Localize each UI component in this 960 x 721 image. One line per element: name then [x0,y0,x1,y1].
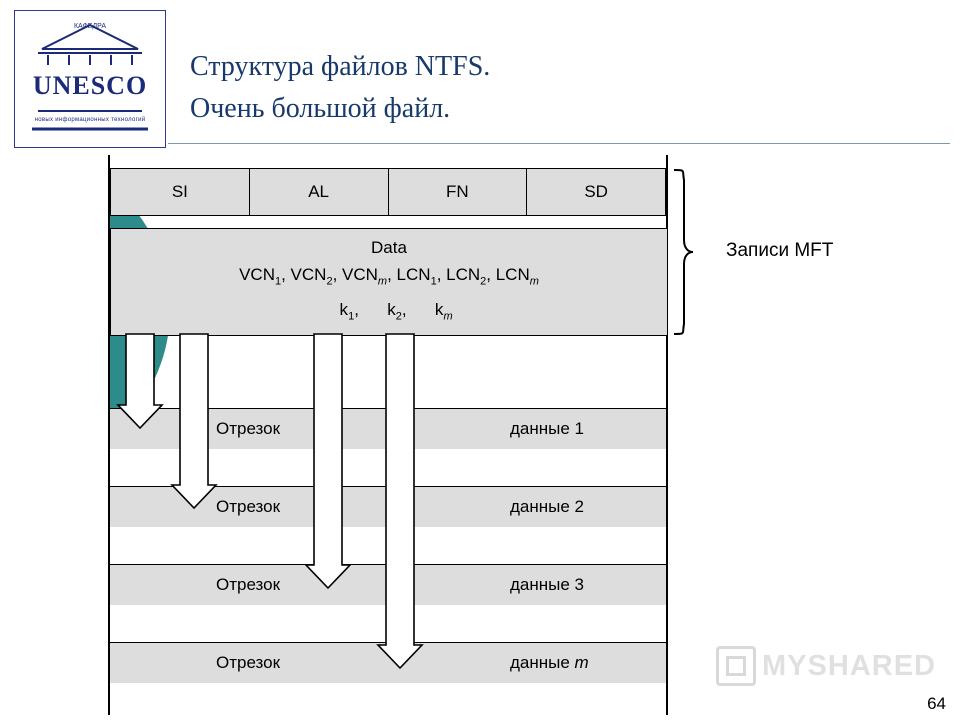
header-divider [168,143,950,144]
gap-row-3 [110,605,666,643]
data-vcn-line: VCN1, VCN2, VCNm, LCN1, LCN2, LCNm [239,265,539,288]
run-row-4: Отрезок данные m [110,642,666,684]
page-number: 64 [927,694,946,713]
data-k-line: k1, k2, km [325,299,453,322]
decorative-white-wedge [0,150,108,570]
segment-label-1: Отрезок [216,419,281,438]
disk-blocks: Отрезок данные 1 Отрезок данные 2 Отрезо… [110,408,666,721]
data-label-2: данные 2 [510,497,585,516]
data-label-3: данные 3 [510,575,585,594]
mft-attribute-fn: FN [387,168,528,216]
run-row-3: Отрезок данные 3 [110,564,666,606]
gap-row-4 [110,683,666,721]
logo-graphic [32,23,148,131]
data-title: Data [371,238,407,258]
segment-label-4: Отрезок [216,653,281,672]
data-label-1: данные 1 [510,419,585,438]
title-line-2: Очень большой файл. [190,93,451,124]
logo-top-text: КАФЕДРА [73,23,107,30]
gap-row-2 [110,527,666,565]
run-row-2: Отрезок данные 2 [110,486,666,528]
data-label-4: данные m [510,653,589,672]
run-row-1: Отрезок данные 1 [110,408,666,450]
logo-subtitle: новых информационных технологий [34,117,146,123]
page-title: Структура файлов NTFS. Очень большой фай… [190,46,490,130]
segment-label-3: Отрезок [216,575,281,594]
gap-row-1 [110,449,666,487]
diagram-frame [108,155,668,715]
watermark-text: MYSHARED [762,649,936,682]
mft-bracket-label: Записи MFT [726,240,834,261]
mft-attribute-row: SI AL FN SD [110,168,666,216]
unesco-logo: КАФЕДРА UNESCO новых информационных техн… [14,10,166,148]
segment-label-2: Отрезок [216,497,281,516]
mft-attribute-sd: SD [526,168,666,216]
mft-brace [673,169,694,335]
mft-attribute-al: AL [248,168,389,216]
share-icon [716,646,757,686]
mft-data-attribute: Data VCN1, VCN2, VCNm, LCN1, LCN2, LCNm … [110,228,668,336]
logo-name: UNESCO [32,71,148,100]
watermark: MYSHARED [716,646,936,686]
mft-attribute-si: SI [110,168,250,216]
title-line-1: Структура файлов NTFS. [190,51,491,82]
